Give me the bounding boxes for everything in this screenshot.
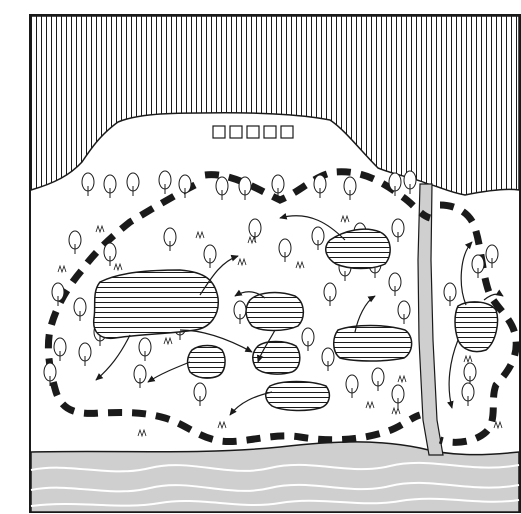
patch-far-east <box>455 302 498 352</box>
building-square-icon <box>213 126 225 138</box>
patch-small-west <box>188 346 226 379</box>
building-square-icon <box>264 126 276 138</box>
building-square-icon <box>281 126 293 138</box>
building-square-icon <box>247 126 259 138</box>
patch-south <box>266 382 330 411</box>
patch-large-west <box>94 270 219 338</box>
buildings-row <box>213 126 293 138</box>
patch-center <box>246 293 303 331</box>
patch-east <box>334 326 412 362</box>
building-square-icon <box>230 126 242 138</box>
river-water-body <box>31 442 519 512</box>
